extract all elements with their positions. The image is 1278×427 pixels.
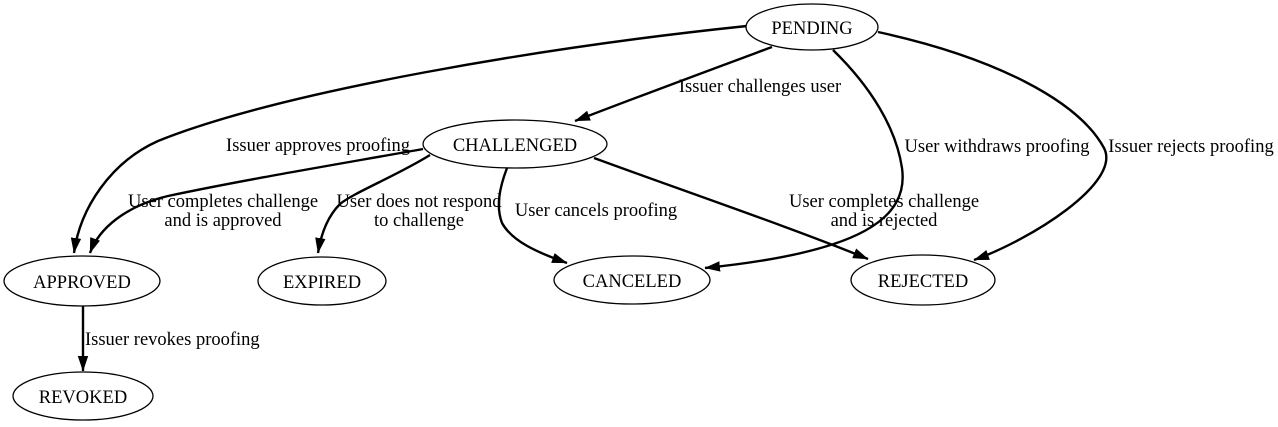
edge-label-completes-challenge-approved-line2: and is approved (164, 211, 282, 231)
node-pending: PENDING (745, 3, 879, 51)
node-expired: EXPIRED (257, 256, 387, 306)
edge-challenged-canceled (497, 167, 568, 265)
node-rejected-label: REJECTED (878, 272, 968, 292)
node-canceled-label: CANCELED (583, 272, 682, 292)
node-revoked: REVOKED (12, 371, 154, 421)
node-pending-ellipse (745, 3, 879, 51)
node-approved-label: APPROVED (33, 273, 131, 293)
node-revoked-label: REVOKED (39, 388, 127, 408)
edge-pending-canceled (704, 49, 904, 272)
edge-label-issuer-rejects-proofing: Issuer rejects proofing (1108, 137, 1273, 157)
edge-labels: Issuer challenges user Issuer approves p… (85, 77, 1274, 350)
node-pending-label: PENDING (771, 19, 852, 39)
edge-label-issuer-revokes-proofing: Issuer revokes proofing (85, 330, 260, 350)
edge-pending-approved (70, 24, 748, 254)
edge-label-does-not-respond-line2: to challenge (374, 211, 464, 231)
edges (70, 24, 1108, 372)
node-rejected-ellipse (850, 254, 996, 306)
node-canceled-ellipse (553, 255, 711, 305)
edge-label-issuer-approves-proofing: Issuer approves proofing (226, 136, 410, 156)
node-approved-ellipse (3, 255, 161, 307)
edge-challenged-expired (315, 153, 431, 254)
edge-pending-challenged (574, 45, 773, 123)
node-revoked-ellipse (12, 371, 154, 421)
edge-challenged-rejected (593, 156, 869, 261)
node-rejected: REJECTED (850, 254, 996, 306)
edge-label-completes-challenge-rejected-line2: and is rejected (831, 211, 939, 231)
edge-label-completes-challenge-approved-line1: User completes challenge (128, 192, 318, 212)
edge-label-does-not-respond-line1: User does not respond (337, 192, 503, 212)
edge-label-completes-challenge-rejected-line1: User completes challenge (789, 192, 979, 212)
node-challenged: CHALLENGED (422, 119, 608, 169)
node-challenged-ellipse (422, 119, 608, 169)
edge-pending-rejected (877, 30, 1108, 262)
edge-label-user-cancels-proofing: User cancels proofing (515, 201, 677, 221)
node-approved: APPROVED (3, 255, 161, 307)
node-canceled: CANCELED (553, 255, 711, 305)
edge-label-issuer-challenges-user: Issuer challenges user (679, 77, 841, 97)
node-challenged-label: CHALLENGED (453, 136, 577, 156)
node-expired-label: EXPIRED (283, 273, 361, 293)
node-expired-ellipse (257, 256, 387, 306)
edge-label-user-withdraws-proofing: User withdraws proofing (905, 137, 1090, 157)
edge-challenged-approved (88, 147, 424, 254)
